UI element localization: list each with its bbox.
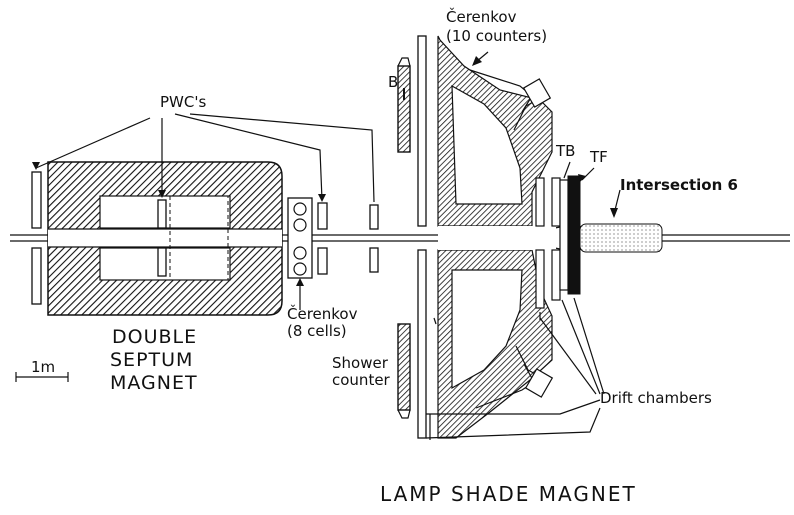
label-cerenkov-small-1: Čerenkov [287,304,358,323]
shower-counters [397,57,411,419]
label-intersection: Intersection 6 [620,176,738,194]
label-dsm-3: MAGNET [110,372,198,394]
cerenkov-10-counters [469,69,554,409]
label-lamp-shade: LAMP SHADE MAGNET [380,482,637,506]
pwc-leaders [32,113,375,203]
lamp-shade-magnet [417,35,556,439]
right-leaders [425,51,621,440]
label-tf: TF [589,148,608,166]
label-cerenkov-small-2: (8 cells) [287,322,347,340]
scale-bar [15,372,69,382]
label-shower-2: counter [332,371,391,389]
label-pwc: PWC's [160,93,206,111]
label-drift: Drift chambers [600,389,712,407]
label-tb: TB [555,142,575,160]
label-b: B [388,73,398,91]
label-shower-1: Shower [332,354,389,372]
label-cerenkov-top-1: Čerenkov [446,7,517,26]
pwc-planes [31,171,379,305]
cerenkov-8-cells [287,197,313,310]
label-dsm-2: SEPTUM [110,349,193,371]
double-septum-magnet [47,161,283,316]
label-scale: 1m [31,358,55,376]
drift-chambers [535,175,581,309]
label-cerenkov-top-2: (10 counters) [446,27,547,45]
label-dsm-1: DOUBLE [112,326,197,348]
